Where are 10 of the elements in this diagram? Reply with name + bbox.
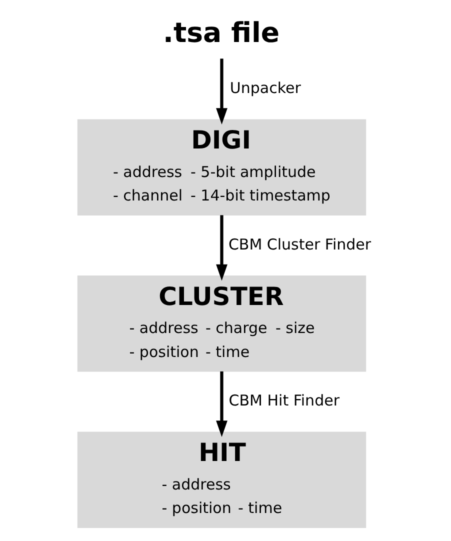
- edge-label: CBM Hit Finder: [228, 392, 340, 410]
- node-box: CLUSTER - address - charge - size - position - time: [77, 276, 366, 372]
- edge-label: Unpacker: [230, 79, 301, 98]
- arrow: [216, 371, 228, 437]
- arrow: [216, 58, 228, 124]
- node-box: DIGI - address - 5-bit amplitude - channel - 14-bit timestamp: [77, 119, 366, 216]
- node-text: .tsa file: [163, 16, 280, 49]
- arrow: [216, 215, 228, 281]
- node-box: HIT - address - position - time: [77, 432, 366, 528]
- edge-label: CBM Cluster Finder: [228, 235, 372, 254]
